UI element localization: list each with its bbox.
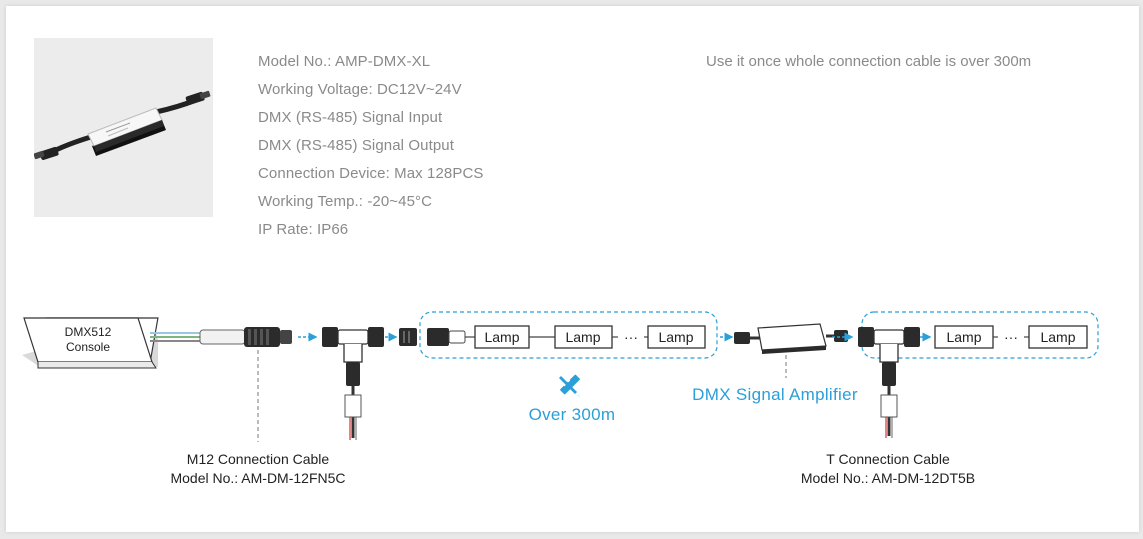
- console-label-line1: DMX512: [65, 325, 112, 339]
- spec-working-temp: Working Temp.: -20~45°C: [258, 193, 433, 210]
- spec-signal-input: DMX (RS-485) Signal Input: [258, 109, 443, 126]
- lamp-label: Lamp: [484, 329, 519, 345]
- lamp-box: [647, 325, 706, 349]
- usage-note: Use it once whole connection cable is ov…: [706, 53, 1032, 70]
- spec-model: Model No.: AMP-DMX-XL: [258, 53, 431, 70]
- lamp-group-1-outline: [419, 311, 718, 359]
- t-connector-2: [858, 327, 920, 438]
- console-label-line2: Console: [66, 340, 110, 354]
- pencil-ruler-icon: [559, 374, 580, 397]
- dmx512-console: DMX512 Console: [22, 317, 159, 369]
- spec-ip-rate: IP Rate: IP66: [258, 221, 349, 238]
- t-connector-1: [322, 327, 384, 440]
- lamp-group-1: Lamp Lamp ··· Lamp: [427, 325, 706, 349]
- lamp-box: [1028, 325, 1088, 349]
- spec-voltage: Working Voltage: DC12V~24V: [258, 81, 462, 98]
- distance-label: Over 300m: [529, 405, 616, 424]
- spec-connection-device: Connection Device: Max 128PCS: [258, 165, 484, 182]
- spec-list: Model No.: AMP-DMX-XL Working Voltage: D…: [258, 52, 484, 248]
- product-photo: [33, 38, 213, 217]
- m12-caption-line1: M12 Connection Cable: [187, 451, 330, 467]
- console-cable: [150, 327, 292, 347]
- lamp-label: Lamp: [565, 329, 600, 345]
- ellipsis-dots: ···: [1004, 329, 1018, 345]
- dmx-signal-amplifier: [734, 323, 848, 354]
- lamp-label: Lamp: [1040, 329, 1075, 345]
- lamp-group-2: Lamp ··· Lamp: [934, 325, 1088, 349]
- t-caption-line1: T Connection Cable: [826, 451, 950, 467]
- ellipsis-dots: ···: [624, 329, 638, 345]
- m12-caption-line2: Model No.: AM-DM-12FN5C: [170, 470, 345, 486]
- amplifier-label: DMX Signal Amplifier: [692, 385, 858, 404]
- lamp-label: Lamp: [946, 329, 981, 345]
- lamp-label: Lamp: [658, 329, 693, 345]
- lamp-input-connector: [399, 328, 417, 346]
- t-caption-line2: Model No.: AM-DM-12DT5B: [801, 470, 975, 486]
- spec-signal-output: DMX (RS-485) Signal Output: [258, 137, 455, 154]
- amplifier-product-image: [33, 90, 211, 161]
